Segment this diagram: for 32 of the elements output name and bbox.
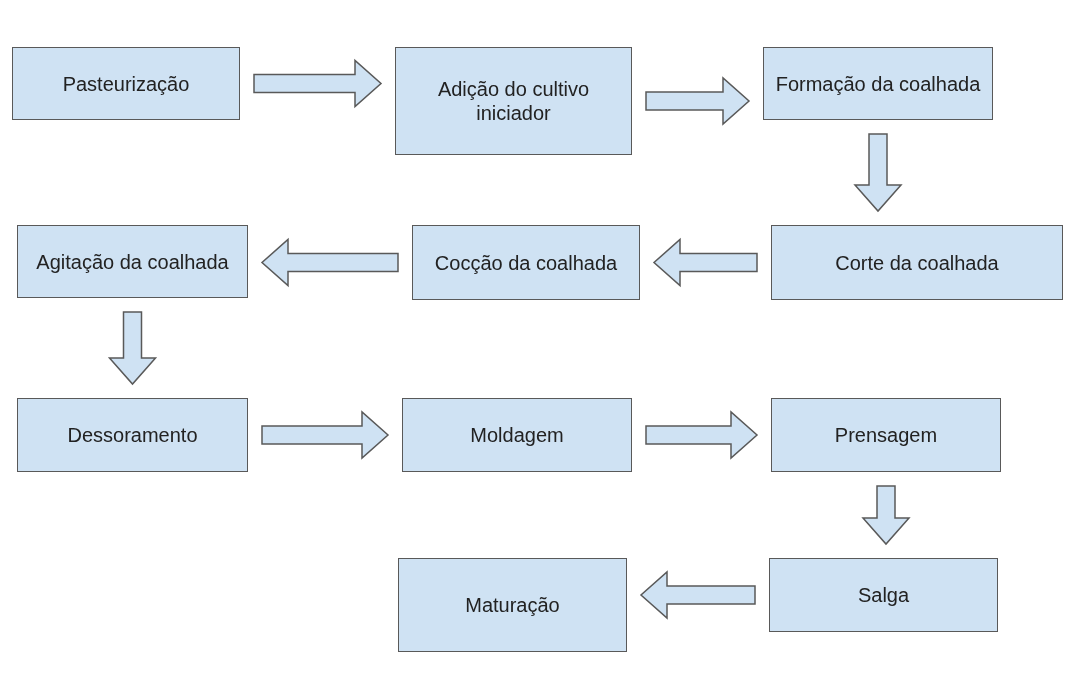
process-box	[769, 558, 998, 632]
step-label: Dessoramento	[67, 423, 198, 447]
block-arrow	[260, 237, 399, 288]
block-arrow	[853, 133, 903, 213]
step-label: Salga	[857, 583, 910, 607]
block-arrow	[107, 311, 158, 386]
step-label: Maturação	[465, 593, 560, 617]
process-box	[763, 47, 993, 120]
block-arrow	[645, 76, 751, 126]
process-box	[771, 398, 1001, 472]
step-label: Pasteurização	[62, 71, 190, 96]
process-box	[395, 47, 632, 155]
step-label: Adição do cultivo iniciador	[436, 77, 591, 125]
block-arrow	[861, 485, 911, 546]
block-arrow	[639, 570, 756, 620]
process-box	[771, 225, 1063, 300]
step-label: Moldagem	[470, 423, 564, 447]
block-arrow	[261, 410, 390, 460]
block-arrow	[645, 410, 759, 460]
process-box	[17, 398, 248, 472]
step-label: Formação da coalhada	[775, 71, 981, 96]
step-label: Corte da coalhada	[835, 250, 999, 275]
process-box	[12, 47, 240, 120]
block-arrow	[253, 58, 383, 109]
step-label: Prensagem	[834, 423, 938, 447]
process-box	[402, 398, 632, 472]
process-box	[398, 558, 627, 652]
process-box	[412, 225, 640, 300]
step-label: Agitação da coalhada	[36, 249, 229, 274]
step-label: Cocção da coalhada	[434, 250, 618, 275]
process-box	[17, 225, 248, 298]
block-arrow	[652, 237, 758, 288]
